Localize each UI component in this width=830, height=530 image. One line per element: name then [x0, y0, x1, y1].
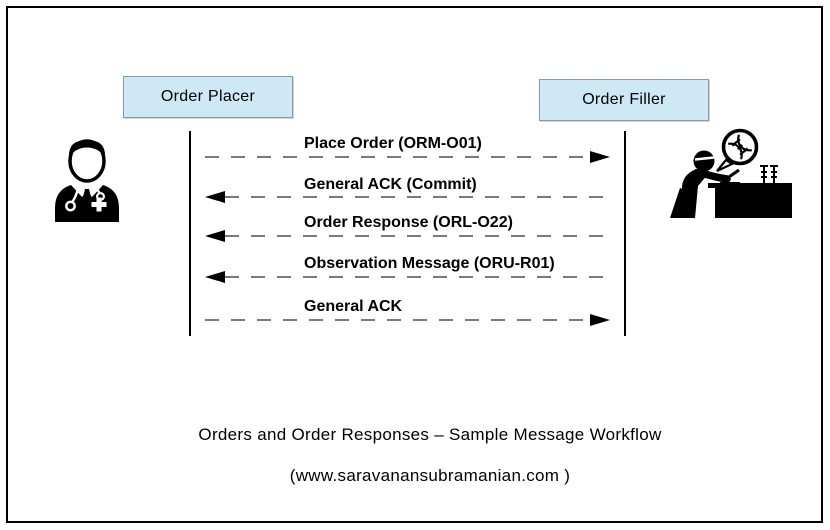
bench-front — [715, 187, 792, 218]
message-label-general-ack: General ACK — [304, 298, 403, 315]
dna-bubble-icon — [716, 128, 759, 172]
message-label-general-ack-commit: General ACK (Commit) — [304, 176, 477, 193]
message-label-observation: Observation Message (ORU-R01) — [304, 255, 555, 272]
diagram-title: Orders and Order Responses – Sample Mess… — [198, 425, 662, 444]
message-label-place-order: Place Order (ORM-O01) — [304, 135, 482, 152]
doctor-icon — [52, 138, 122, 227]
message-arrow-observation — [205, 271, 610, 283]
message-label-order-response: Order Response (ORL-O22) — [304, 214, 513, 231]
actor-box-order-placer: Order Placer — [123, 76, 293, 118]
arrowhead-right-icon — [590, 151, 610, 163]
actor-box-order-filler: Order Filler — [539, 79, 709, 121]
dashed-line — [225, 196, 610, 198]
outer-border — [6, 6, 823, 523]
lab-scientist-icon — [668, 128, 792, 227]
lifeline-order-filler — [624, 131, 626, 336]
arrowhead-left-icon — [205, 271, 225, 283]
message-arrow-general-ack-commit — [205, 191, 610, 203]
arrowhead-left-icon — [205, 230, 225, 242]
diagram-subtitle: (www.saravanansubramanian.com ) — [289, 466, 571, 485]
dashed-line — [225, 276, 610, 278]
message-arrow-place-order — [205, 151, 610, 163]
dashed-line — [225, 235, 610, 237]
arrowhead-right-icon — [590, 314, 610, 326]
arrowhead-left-icon — [205, 191, 225, 203]
bench-top — [708, 183, 792, 188]
message-arrow-order-response — [205, 230, 610, 242]
lifeline-order-placer — [189, 131, 191, 336]
actor-label-order-placer: Order Placer — [160, 88, 256, 105]
actor-label-order-filler: Order Filler — [582, 91, 666, 108]
dashed-line — [205, 156, 590, 158]
dashed-line — [205, 319, 590, 321]
message-arrow-general-ack — [205, 314, 610, 326]
test-tubes-icon — [760, 165, 778, 183]
